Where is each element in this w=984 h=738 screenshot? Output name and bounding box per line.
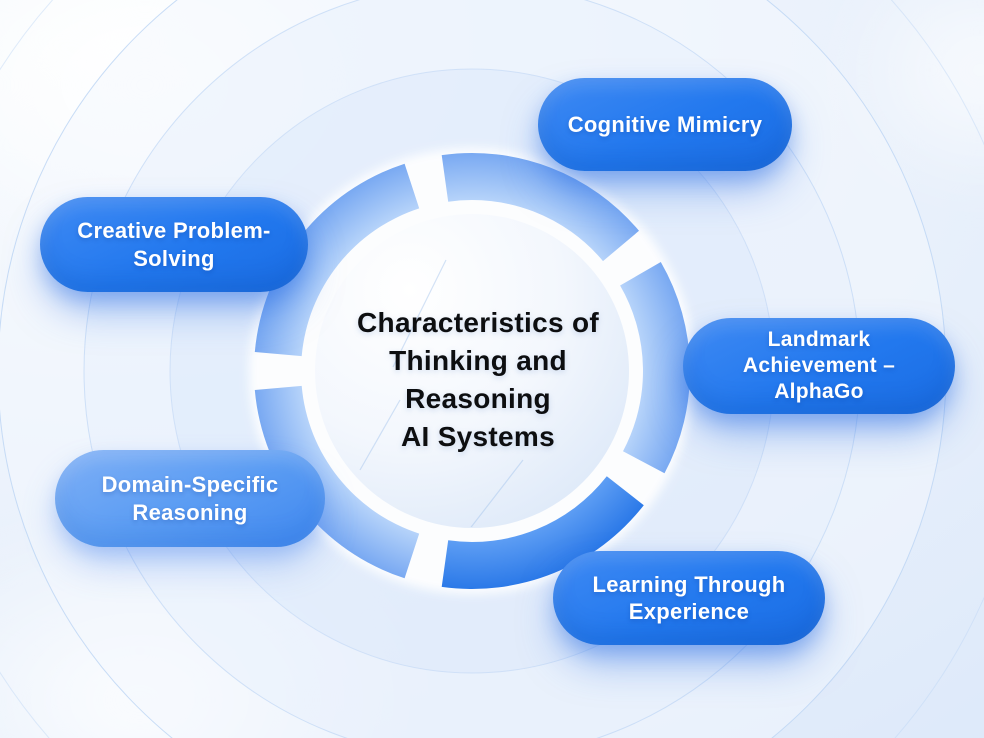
node-pill-cognitive-mimicry: Cognitive Mimicry: [538, 78, 792, 171]
node-pill-learning-through-experience: Learning Through Experience: [553, 551, 825, 645]
diagram-title: Characteristics of Thinking and Reasonin…: [357, 307, 599, 452]
ring-segment-right: [620, 262, 690, 474]
center-disc: [315, 214, 629, 528]
disc-decoration-lines: [359, 259, 524, 527]
node-label: Learning Through Experience: [592, 571, 786, 625]
ring-segment-top: [441, 152, 639, 262]
node-pill-domain-specific-reasoning: Domain-Specific Reasoning: [55, 450, 325, 547]
node-label: Cognitive Mimicry: [567, 111, 763, 137]
ring-segment-bottom-right: [441, 476, 644, 590]
node-label: Creative Problem- Solving: [77, 218, 271, 271]
ring-segment-top-left: [254, 163, 420, 357]
node-pill-creative-problem-solving: Creative Problem- Solving: [40, 197, 308, 292]
ring-segment-bottom-left: [254, 385, 420, 579]
node-pill-landmark-achievement-alphago: Landmark Achievement – AlphaGo: [683, 318, 955, 414]
node-label: Landmark Achievement – AlphaGo: [742, 327, 896, 404]
ring-segments: [254, 152, 690, 590]
node-label: Domain-Specific Reasoning: [101, 472, 279, 525]
